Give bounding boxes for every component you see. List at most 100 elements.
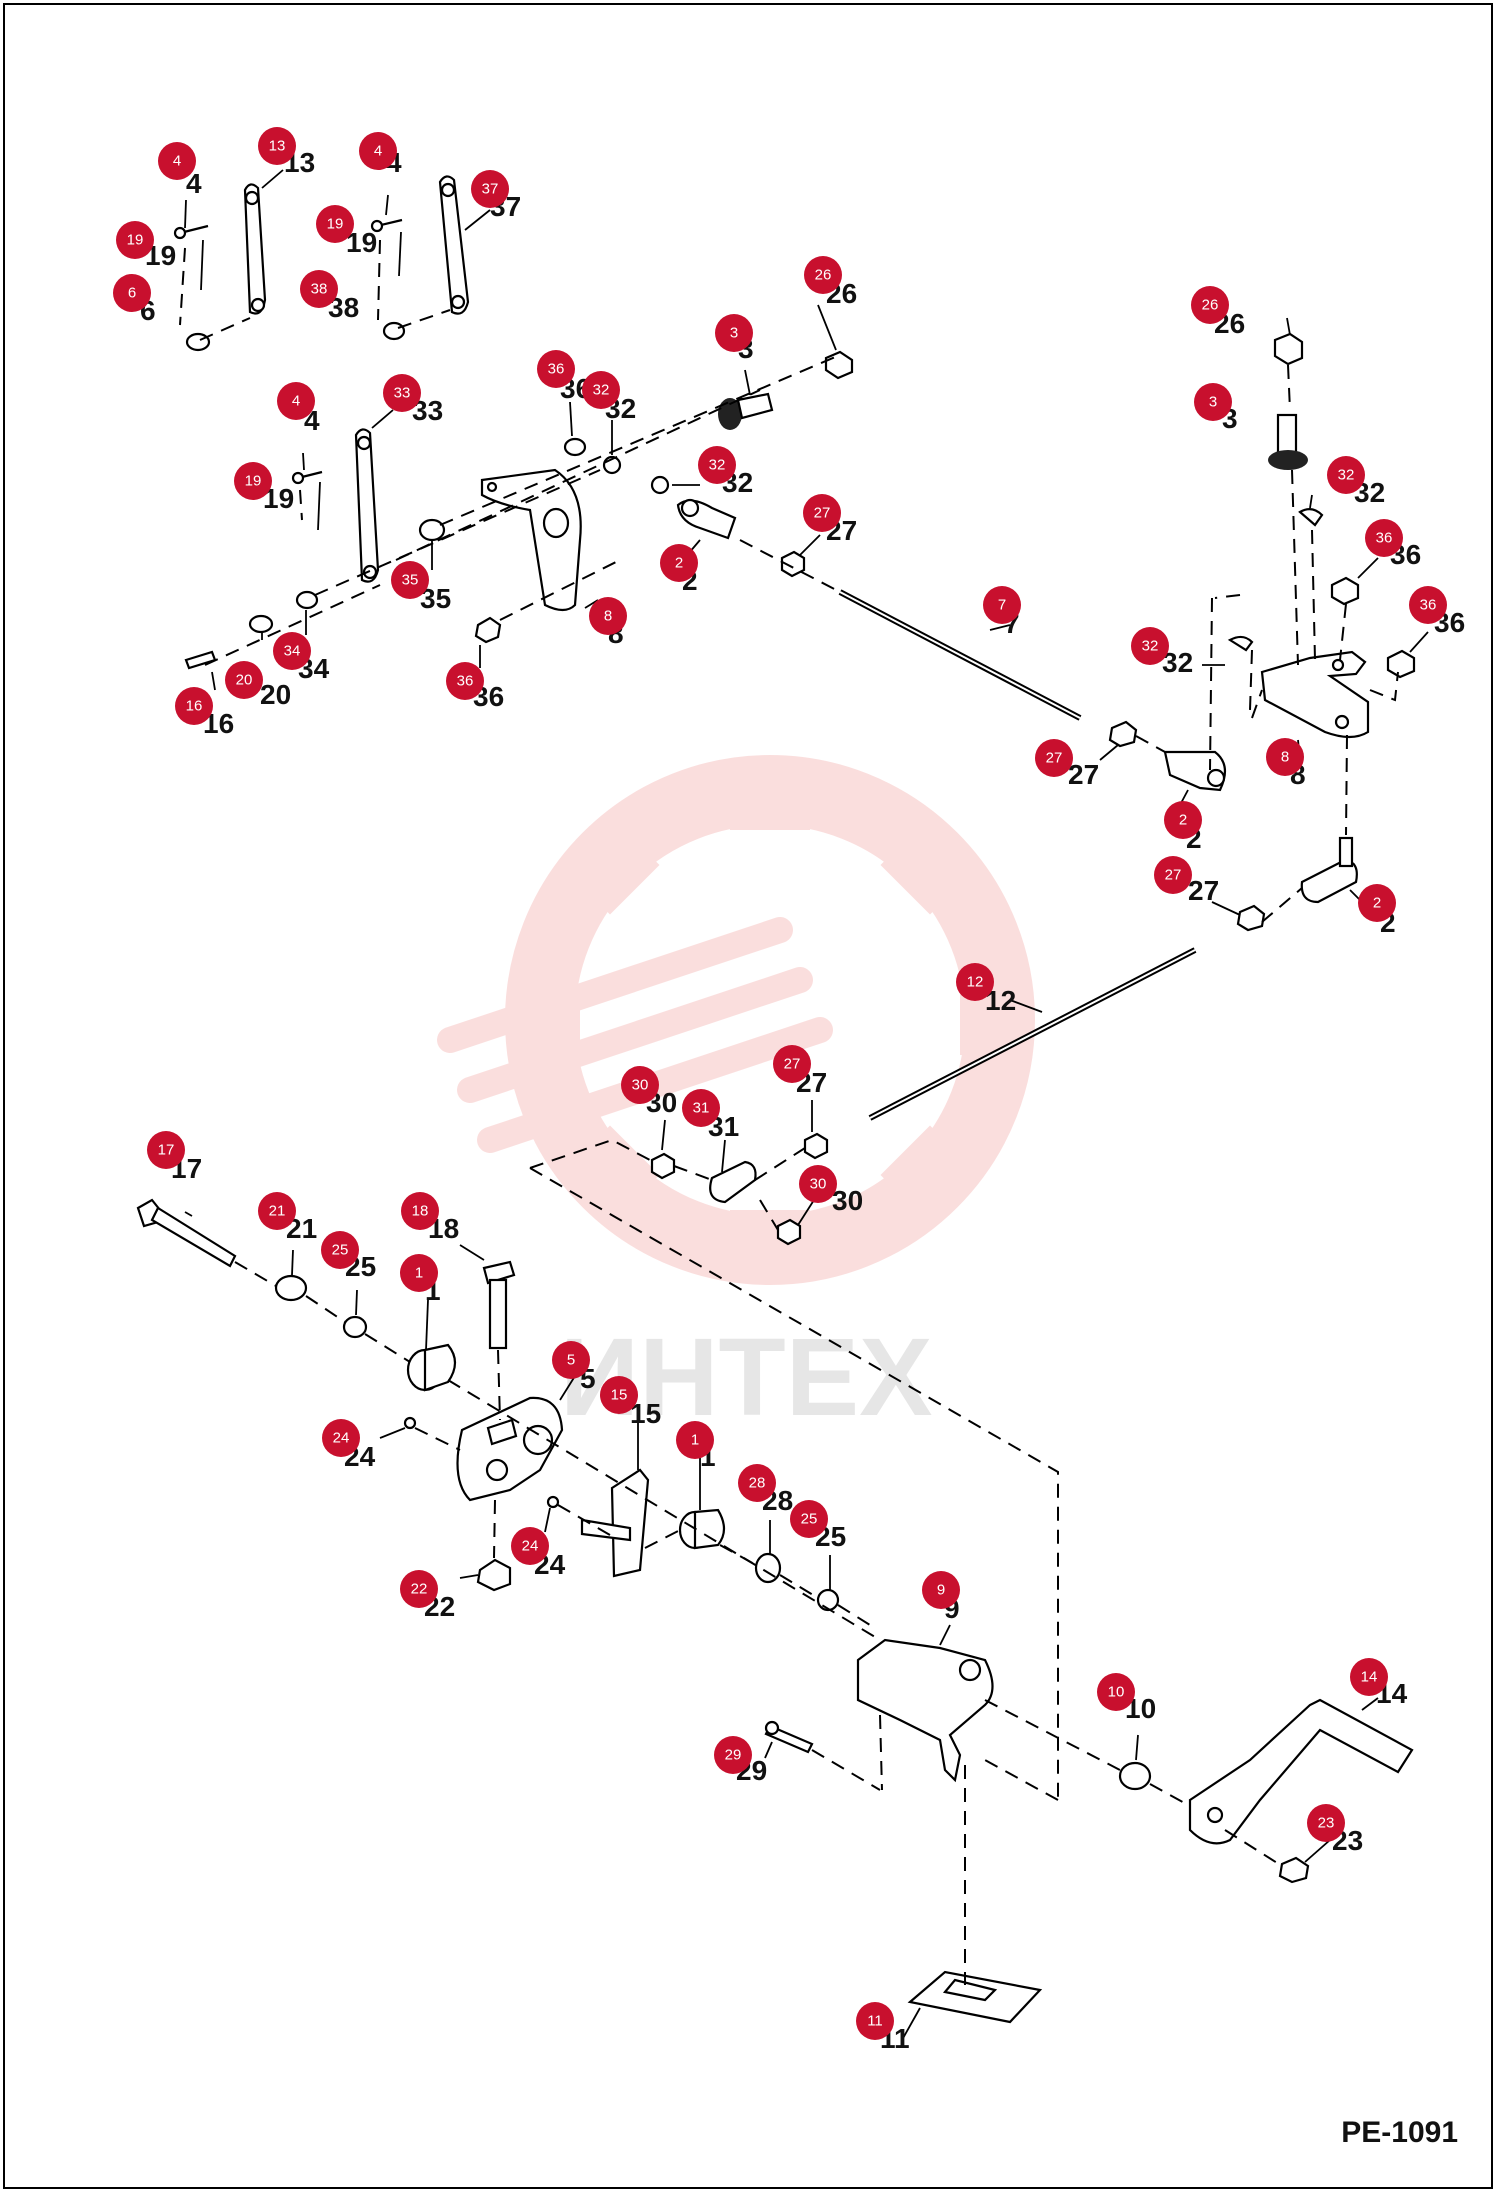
callout-badge-number: 30 xyxy=(810,1176,827,1193)
callout-badge xyxy=(856,2002,894,2040)
callout-badge xyxy=(983,586,1021,624)
callout-badge-number: 8 xyxy=(604,608,612,625)
link-37 xyxy=(438,175,470,315)
callout-badge-number: 19 xyxy=(245,473,262,490)
callout-badge xyxy=(400,1254,438,1292)
callout-badge-number: 32 xyxy=(709,457,726,474)
callout-badge xyxy=(277,382,315,420)
callout-badge xyxy=(804,256,842,294)
callout-badge xyxy=(1164,801,1202,839)
callout-badge xyxy=(1358,884,1396,922)
callout-badge xyxy=(511,1527,549,1565)
callout-2: 22 xyxy=(1164,801,1202,854)
callout-badge-number: 25 xyxy=(801,1511,818,1528)
callout-badge-number: 26 xyxy=(1202,297,1219,314)
callout-badge-number: 24 xyxy=(333,1430,350,1447)
callout-badge xyxy=(738,1464,776,1502)
callout-badge-number: 29 xyxy=(725,1747,742,1764)
callout-2: 22 xyxy=(660,544,698,596)
callout-badge xyxy=(582,371,620,409)
callout-badge xyxy=(537,350,575,388)
callout-badge xyxy=(258,127,296,165)
callout-badge xyxy=(234,462,272,500)
callout-1: 11 xyxy=(676,1421,716,1472)
plate-15 xyxy=(580,1468,650,1578)
callout-badge xyxy=(316,205,354,243)
callout-badge xyxy=(956,963,994,1001)
callout-badge xyxy=(698,446,736,484)
callout-badge-number: 7 xyxy=(998,597,1006,614)
callout-3: 33 xyxy=(715,314,754,364)
callout-badge xyxy=(589,597,627,635)
callout-badge xyxy=(147,1131,185,1169)
pedal-housing-9 xyxy=(856,1638,994,1783)
callout-leaders xyxy=(184,169,1429,2041)
callout-badge xyxy=(116,221,154,259)
callout-badge xyxy=(225,661,263,699)
callout-9: 99 xyxy=(922,1571,960,1624)
callout-badge xyxy=(400,1570,438,1608)
callout-badge-number: 1 xyxy=(415,1265,423,1282)
callout-badge xyxy=(1131,627,1169,665)
callout-badge-number: 35 xyxy=(402,572,419,589)
pivot-5 xyxy=(456,1396,564,1502)
callout-badge xyxy=(391,561,429,599)
callout-6: 66 xyxy=(113,274,156,326)
bolt-18 xyxy=(482,1260,516,1350)
callout-badge-number: 16 xyxy=(186,698,203,715)
callout-badge-number: 22 xyxy=(411,1581,428,1598)
callout-badge-number: 2 xyxy=(1373,895,1381,912)
callout-badge-number: 36 xyxy=(548,361,565,378)
callout-badge-number: 4 xyxy=(292,393,300,410)
pad-11 xyxy=(907,1970,1043,2024)
callout-badge-number: 27 xyxy=(814,505,831,522)
callout-badge-number: 26 xyxy=(815,267,832,284)
callout-1: 11 xyxy=(400,1254,441,1306)
callout-badge xyxy=(715,314,753,352)
small-hardware-upper-left xyxy=(173,218,446,670)
callout-badge-number: 36 xyxy=(457,673,474,690)
callout-badge-number: 11 xyxy=(867,2013,883,2030)
callout-badge-number: 34 xyxy=(284,643,301,660)
callout-badge xyxy=(1154,856,1192,894)
rod-end-2-mid xyxy=(1163,750,1227,792)
callout-badge-number: 20 xyxy=(236,672,253,689)
callout-badge-number: 21 xyxy=(269,1203,286,1220)
callout-badge-number: 19 xyxy=(127,232,144,249)
callout-badge xyxy=(359,132,397,170)
callout-badge xyxy=(799,1165,837,1203)
callout-badge-number: 12 xyxy=(967,974,984,991)
callout-badge xyxy=(158,142,196,180)
callout-badge xyxy=(446,662,484,700)
callout-badge-number: 37 xyxy=(482,181,499,198)
callout-badge-number: 36 xyxy=(1376,530,1393,547)
callout-badge-number: 19 xyxy=(327,216,344,233)
bracket-8-right xyxy=(1260,650,1370,739)
callout-badge xyxy=(300,270,338,308)
